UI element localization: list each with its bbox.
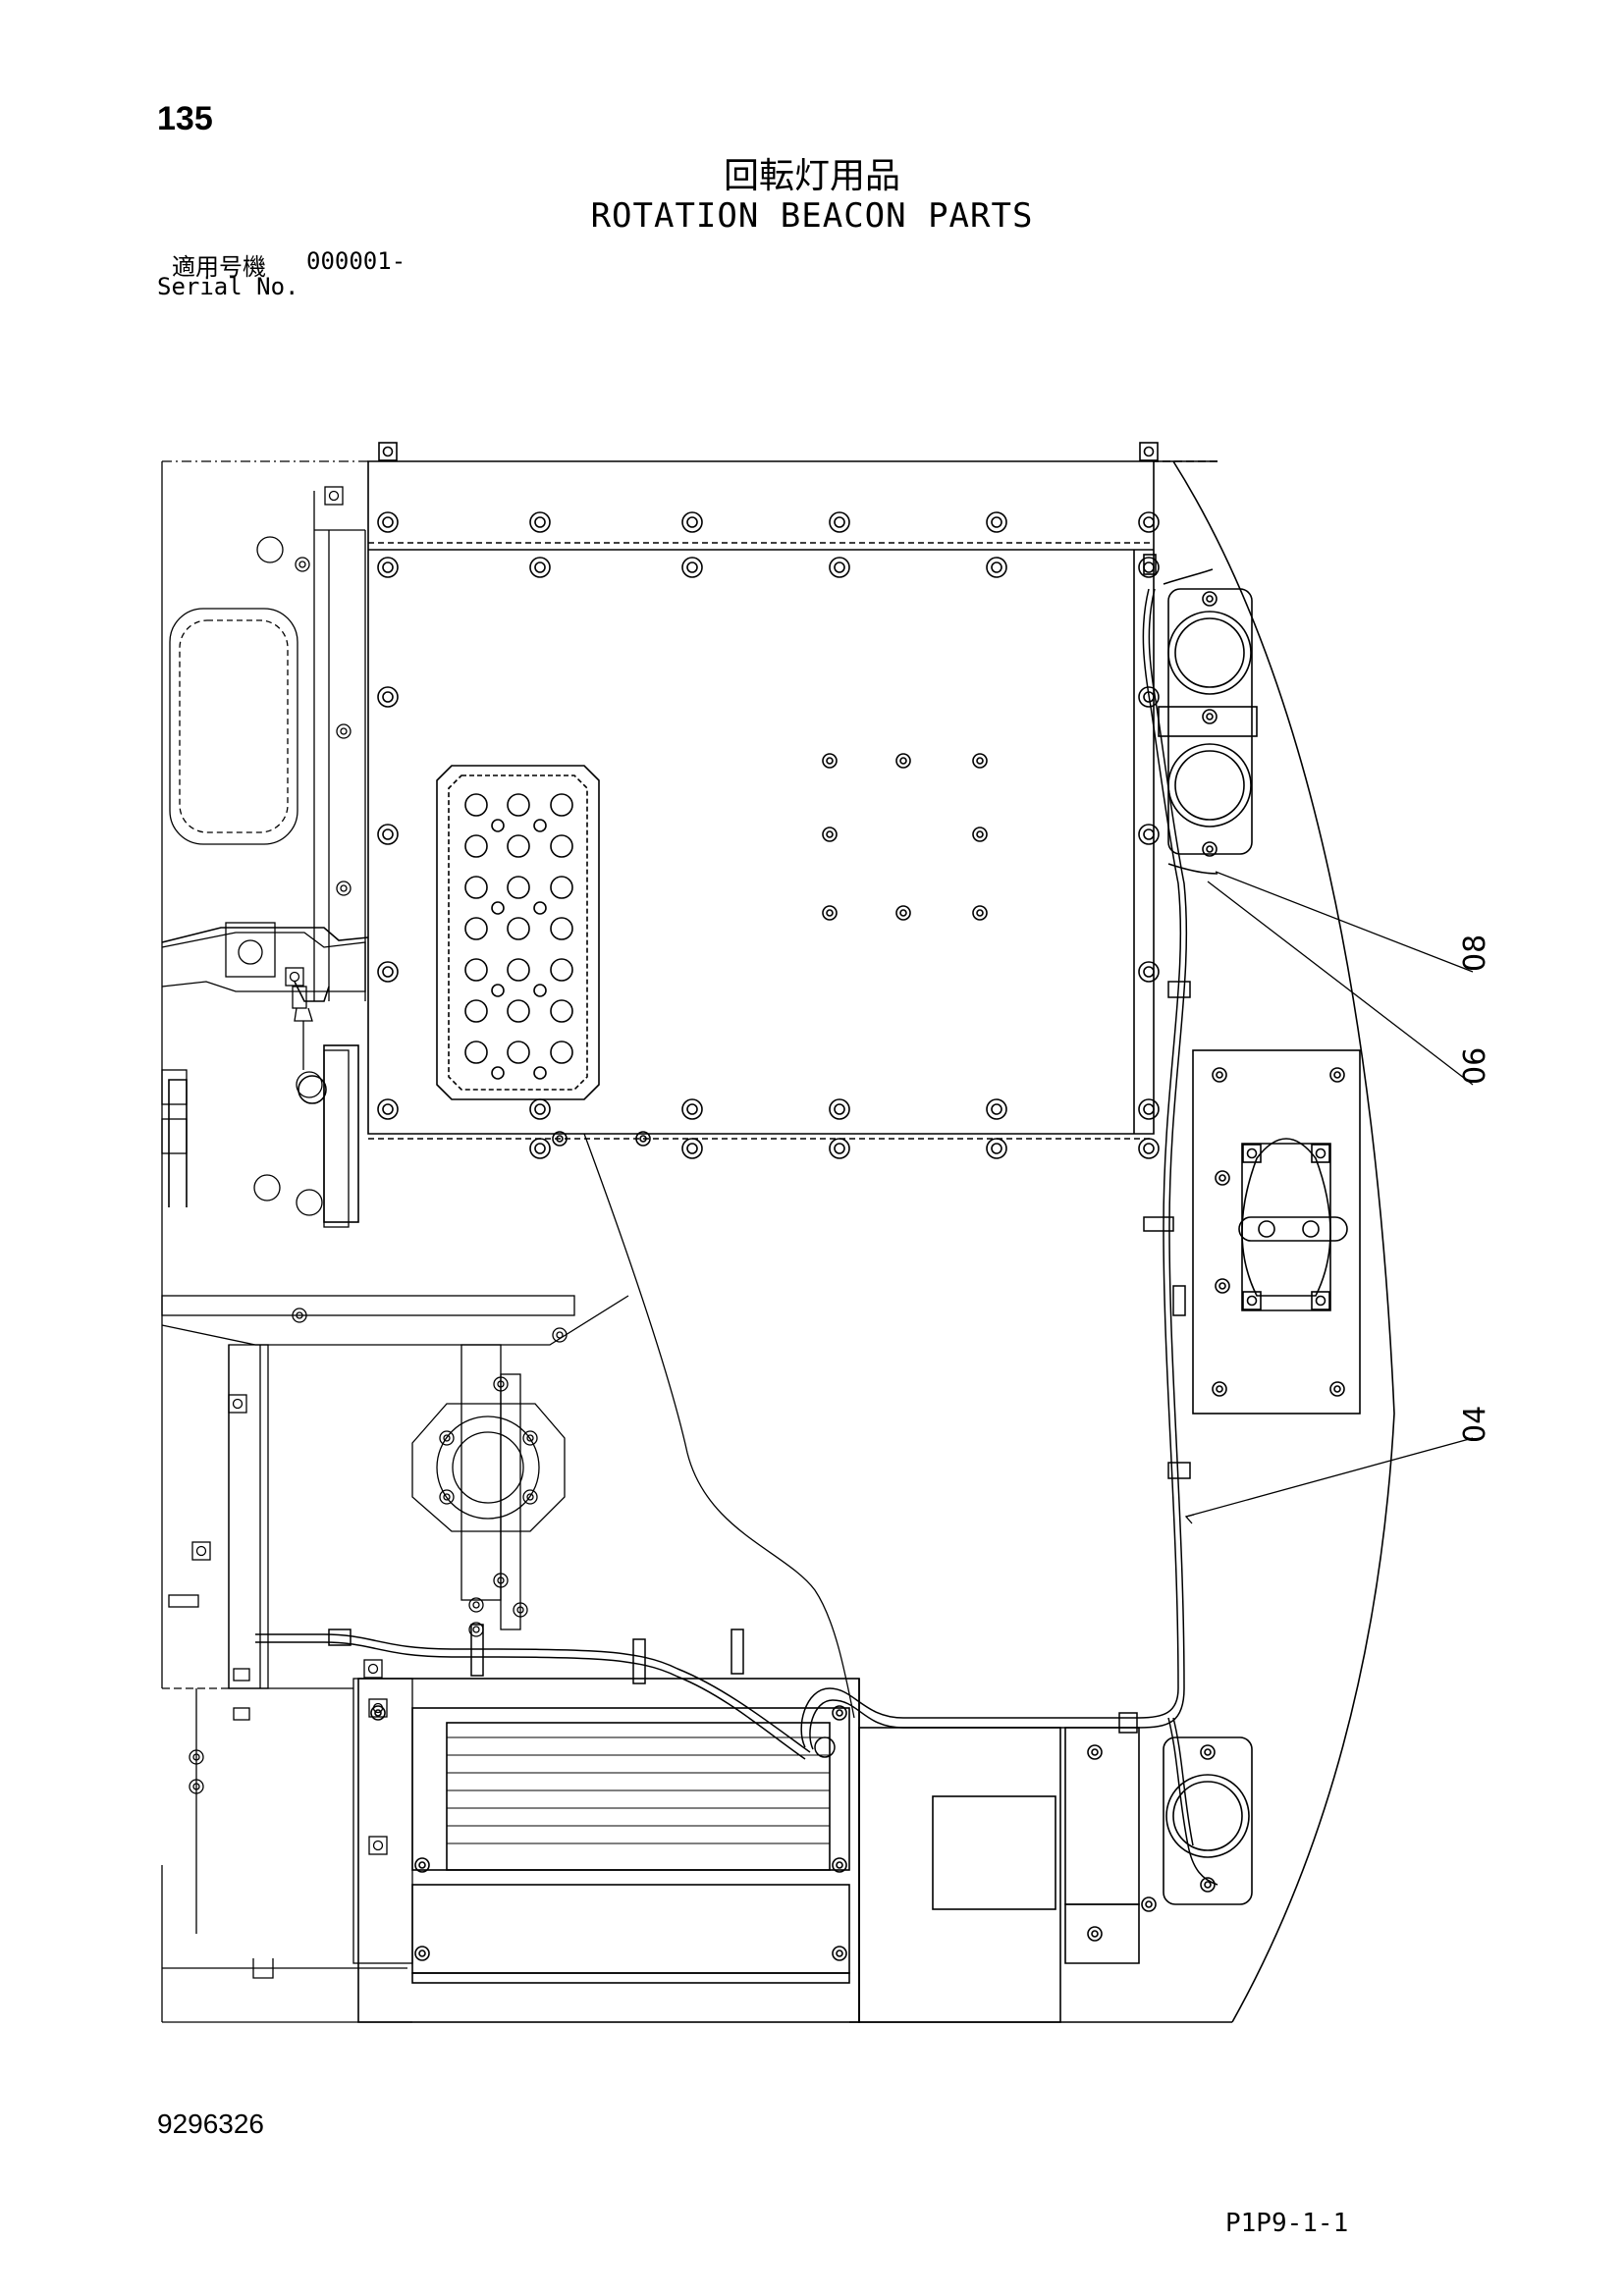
serial-number-value: 000001- — [306, 247, 406, 275]
diagonal-hose — [583, 1133, 855, 1719]
sheet-code: P1P9-1-1 — [1225, 2209, 1349, 2238]
outer-panel — [849, 460, 1395, 2023]
left-bracket — [161, 927, 369, 1223]
lower-right-box — [858, 1727, 1157, 2023]
radiator-grid — [357, 1678, 860, 2023]
serial-label-english: Serial No. — [157, 273, 299, 300]
page-number: 135 — [157, 100, 213, 137]
beacon-mount-plate — [1192, 1049, 1361, 1415]
document-number: 9296326 — [157, 2109, 265, 2139]
rotation-beacon-upper — [1143, 554, 1258, 857]
callout-06: 06 — [1458, 1047, 1492, 1085]
callout-04: 04 — [1458, 1406, 1492, 1443]
wiring-harness — [255, 568, 1218, 1886]
callout-08: 08 — [1458, 934, 1492, 972]
page-title-japanese: 回転灯用品 — [723, 156, 900, 196]
serial-label-japanese: 適用号機 — [172, 253, 266, 281]
machine-frame — [161, 460, 629, 2023]
top-cover-plate — [367, 442, 1160, 1159]
page-title-english: ROTATION BEACON PARTS — [590, 196, 1034, 236]
perforated-panel — [436, 765, 600, 1100]
rotation-beacon-lower — [1163, 1736, 1253, 1905]
callout-leaders — [1184, 871, 1474, 1524]
